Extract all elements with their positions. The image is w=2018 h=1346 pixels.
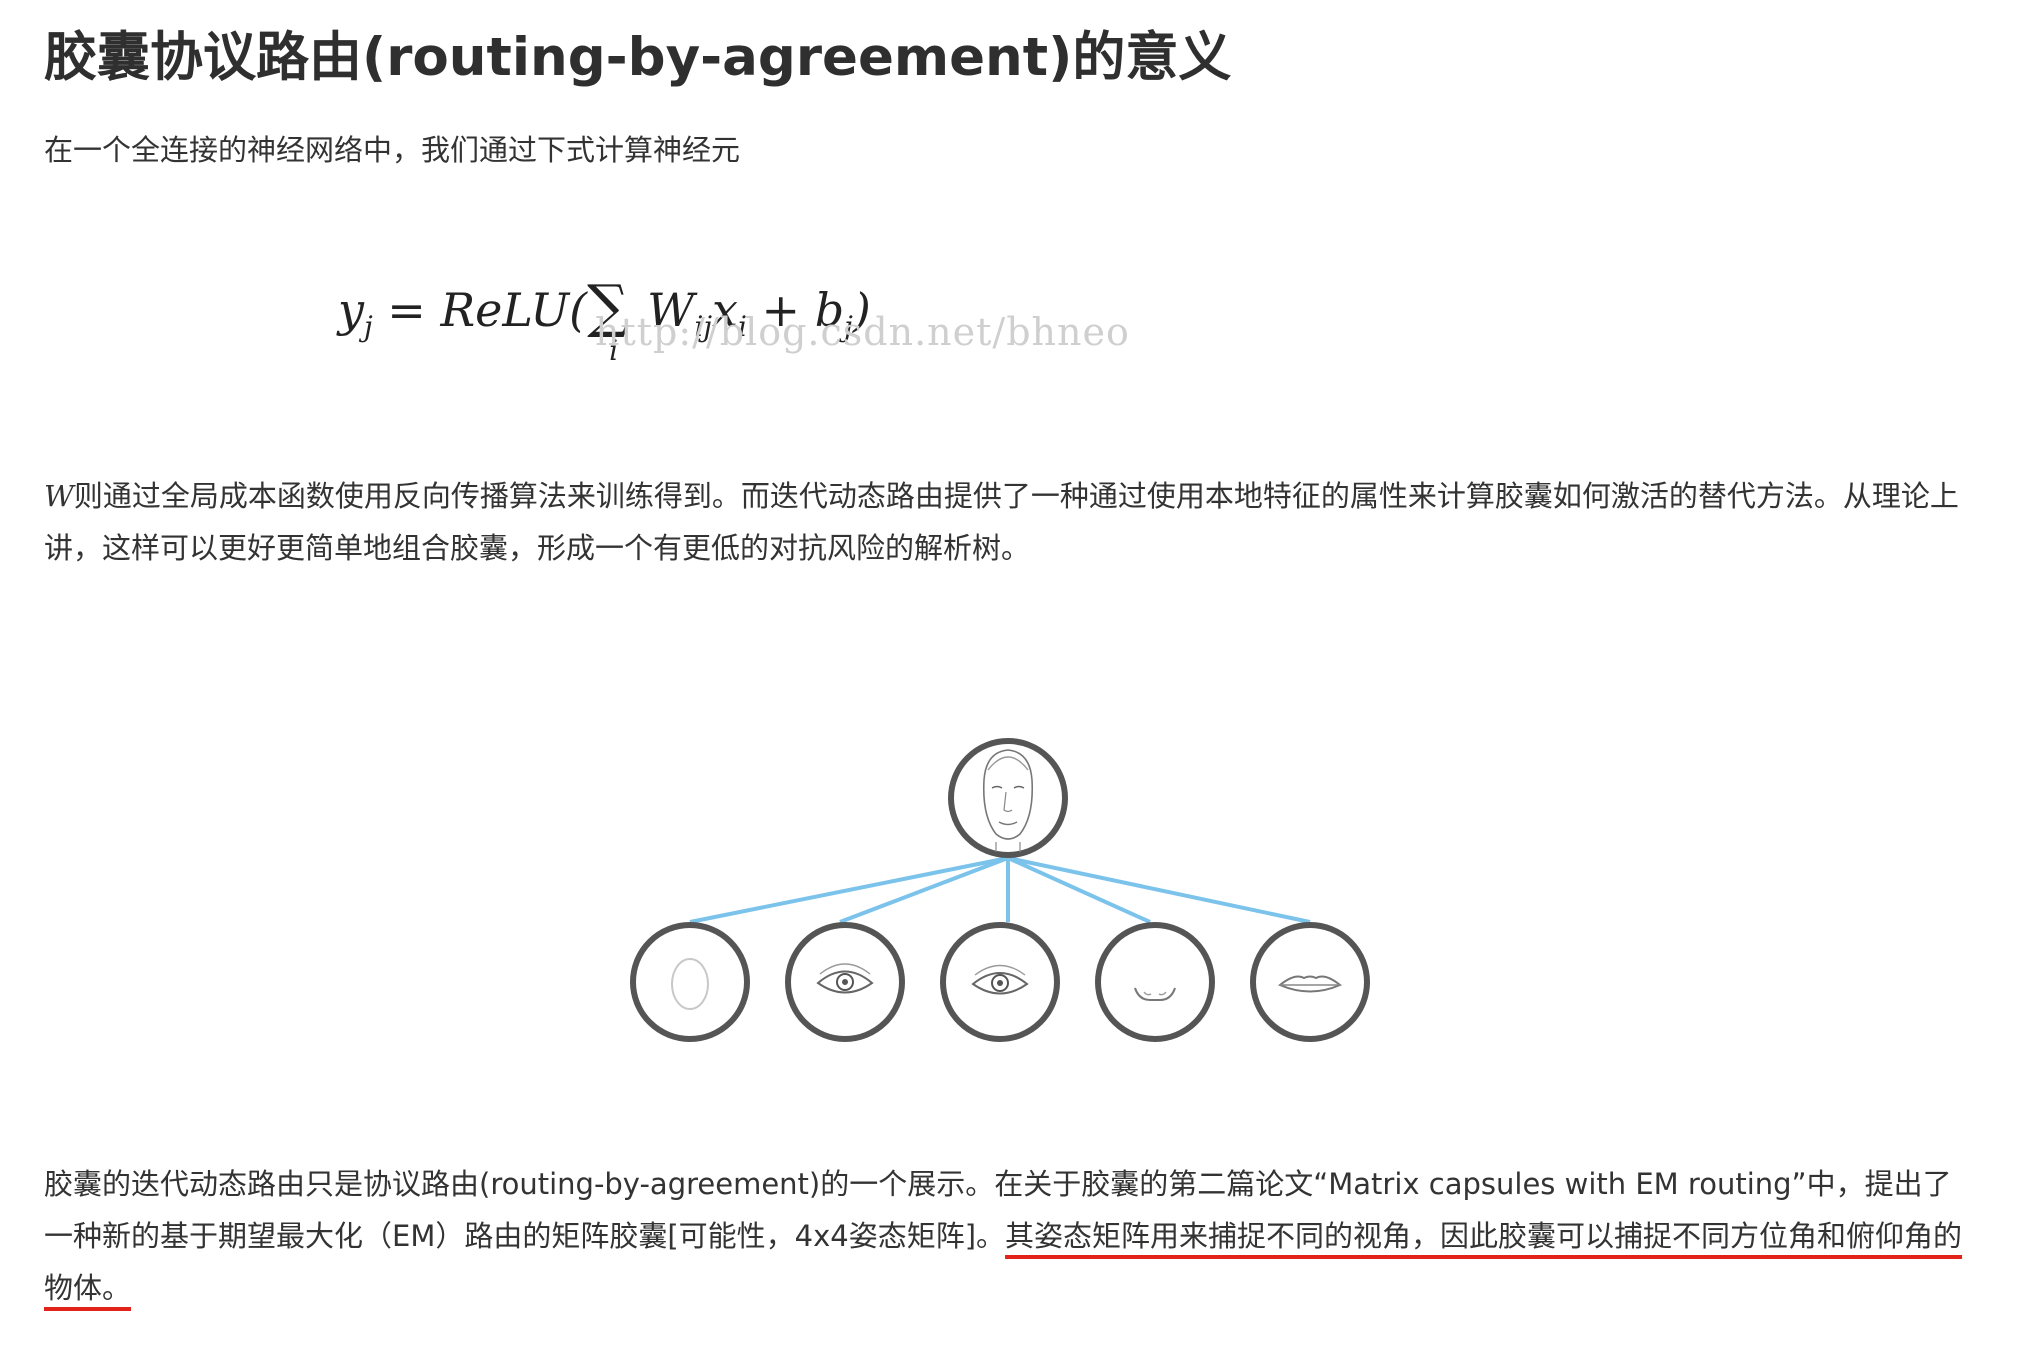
eye-icon xyxy=(785,922,905,1042)
connector-line xyxy=(1007,856,1311,924)
formula-relu: = ReLU( xyxy=(372,283,588,337)
routing-paragraph: 胶囊的迭代动态路由只是协议路由(routing-by-agreement)的一个… xyxy=(44,1158,1974,1314)
weights-paragraph: W则通过全局成本函数使用反向传播算法来训练得到。而迭代动态路由提供了一种通过使用… xyxy=(44,470,1974,574)
connector-line xyxy=(839,856,1009,924)
formula-weight: W xyxy=(647,283,695,337)
routing-paragraph-text: 胶囊的迭代动态路由只是协议路由(routing-by-agreement)的一个… xyxy=(44,1167,1952,1253)
face-outline-icon xyxy=(630,922,750,1042)
connector-line xyxy=(689,856,1009,924)
capsule-parse-tree-diagram xyxy=(630,738,1370,1042)
w-symbol: W xyxy=(44,479,74,513)
formula-close: ) xyxy=(852,283,871,337)
weights-paragraph-text: 则通过全局成本函数使用反向传播算法来训练得到。而迭代动态路由提供了一种通过使用本… xyxy=(44,479,1959,565)
page-title: 胶囊协议路由(routing-by-agreement)的意义 xyxy=(44,27,1232,88)
mouth-icon xyxy=(1250,922,1370,1042)
formula-lhs: y xyxy=(338,283,364,337)
formula-input-sub: i xyxy=(737,310,747,344)
sigma-symbol: ∑ xyxy=(587,272,629,340)
intro-paragraph: 在一个全连接的神经网络中，我们通过下式计算神经元 xyxy=(44,133,741,167)
formula-weight-sub: ij xyxy=(694,310,712,344)
formula-lhs-sub: j xyxy=(364,310,373,344)
nose-icon xyxy=(1095,922,1215,1042)
connector-line xyxy=(1007,856,1151,924)
formula-input: x xyxy=(712,283,738,337)
formula-bias: + b xyxy=(746,283,845,337)
face-icon xyxy=(948,738,1068,858)
watermark: http://blog.csdn.net/bhneo xyxy=(595,310,1130,354)
summation: ∑i xyxy=(587,272,647,367)
eye-icon xyxy=(940,922,1060,1042)
sum-index: i xyxy=(609,334,619,367)
connector-lines xyxy=(689,856,1311,924)
highlighted-sentence: 其姿态矩阵用来捕捉不同的视角，因此胶囊可以捕捉不同方位角和俯仰角的物体。 xyxy=(44,1219,1963,1305)
formula-bias-sub: j xyxy=(844,310,853,344)
